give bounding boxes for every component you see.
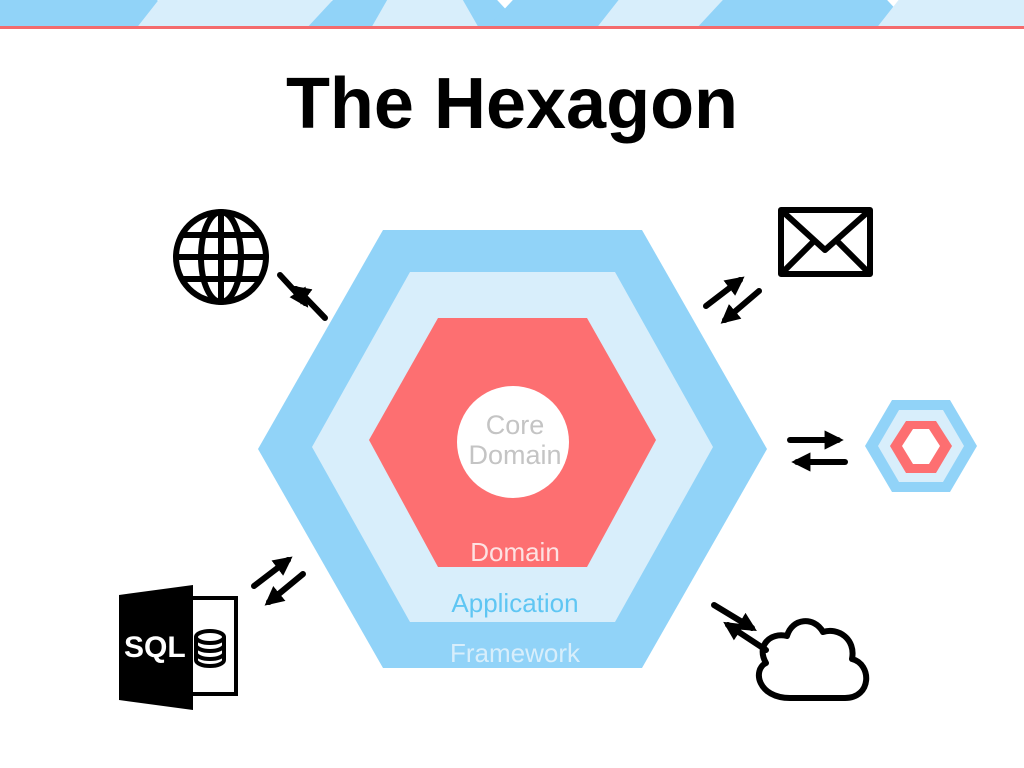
exchange-arrows-globe [277,272,328,321]
core-domain-circle [457,386,569,498]
framework-layer-label: Framework [450,638,581,668]
domain-layer-label: Domain [470,537,560,567]
envelope-icon [778,207,873,277]
globe-icon [173,209,269,305]
hexagon-logo-icon [865,400,977,492]
core-label-line1: Core [486,410,545,440]
sql-database-icon: SQL [119,585,238,710]
top-banner [0,0,1024,29]
sql-label: SQL [124,631,186,664]
exchange-arrows-hexagon-logo [787,430,848,472]
exchange-arrows-envelope [703,276,762,324]
slide-title: The Hexagon [286,64,738,144]
application-layer-label: Application [451,588,578,618]
exchange-arrows-sql [251,556,306,606]
cloud-icon [755,618,870,701]
core-label-line2: Domain [468,440,561,470]
exchange-arrows-cloud [711,602,769,653]
banner-divider [0,26,1024,29]
